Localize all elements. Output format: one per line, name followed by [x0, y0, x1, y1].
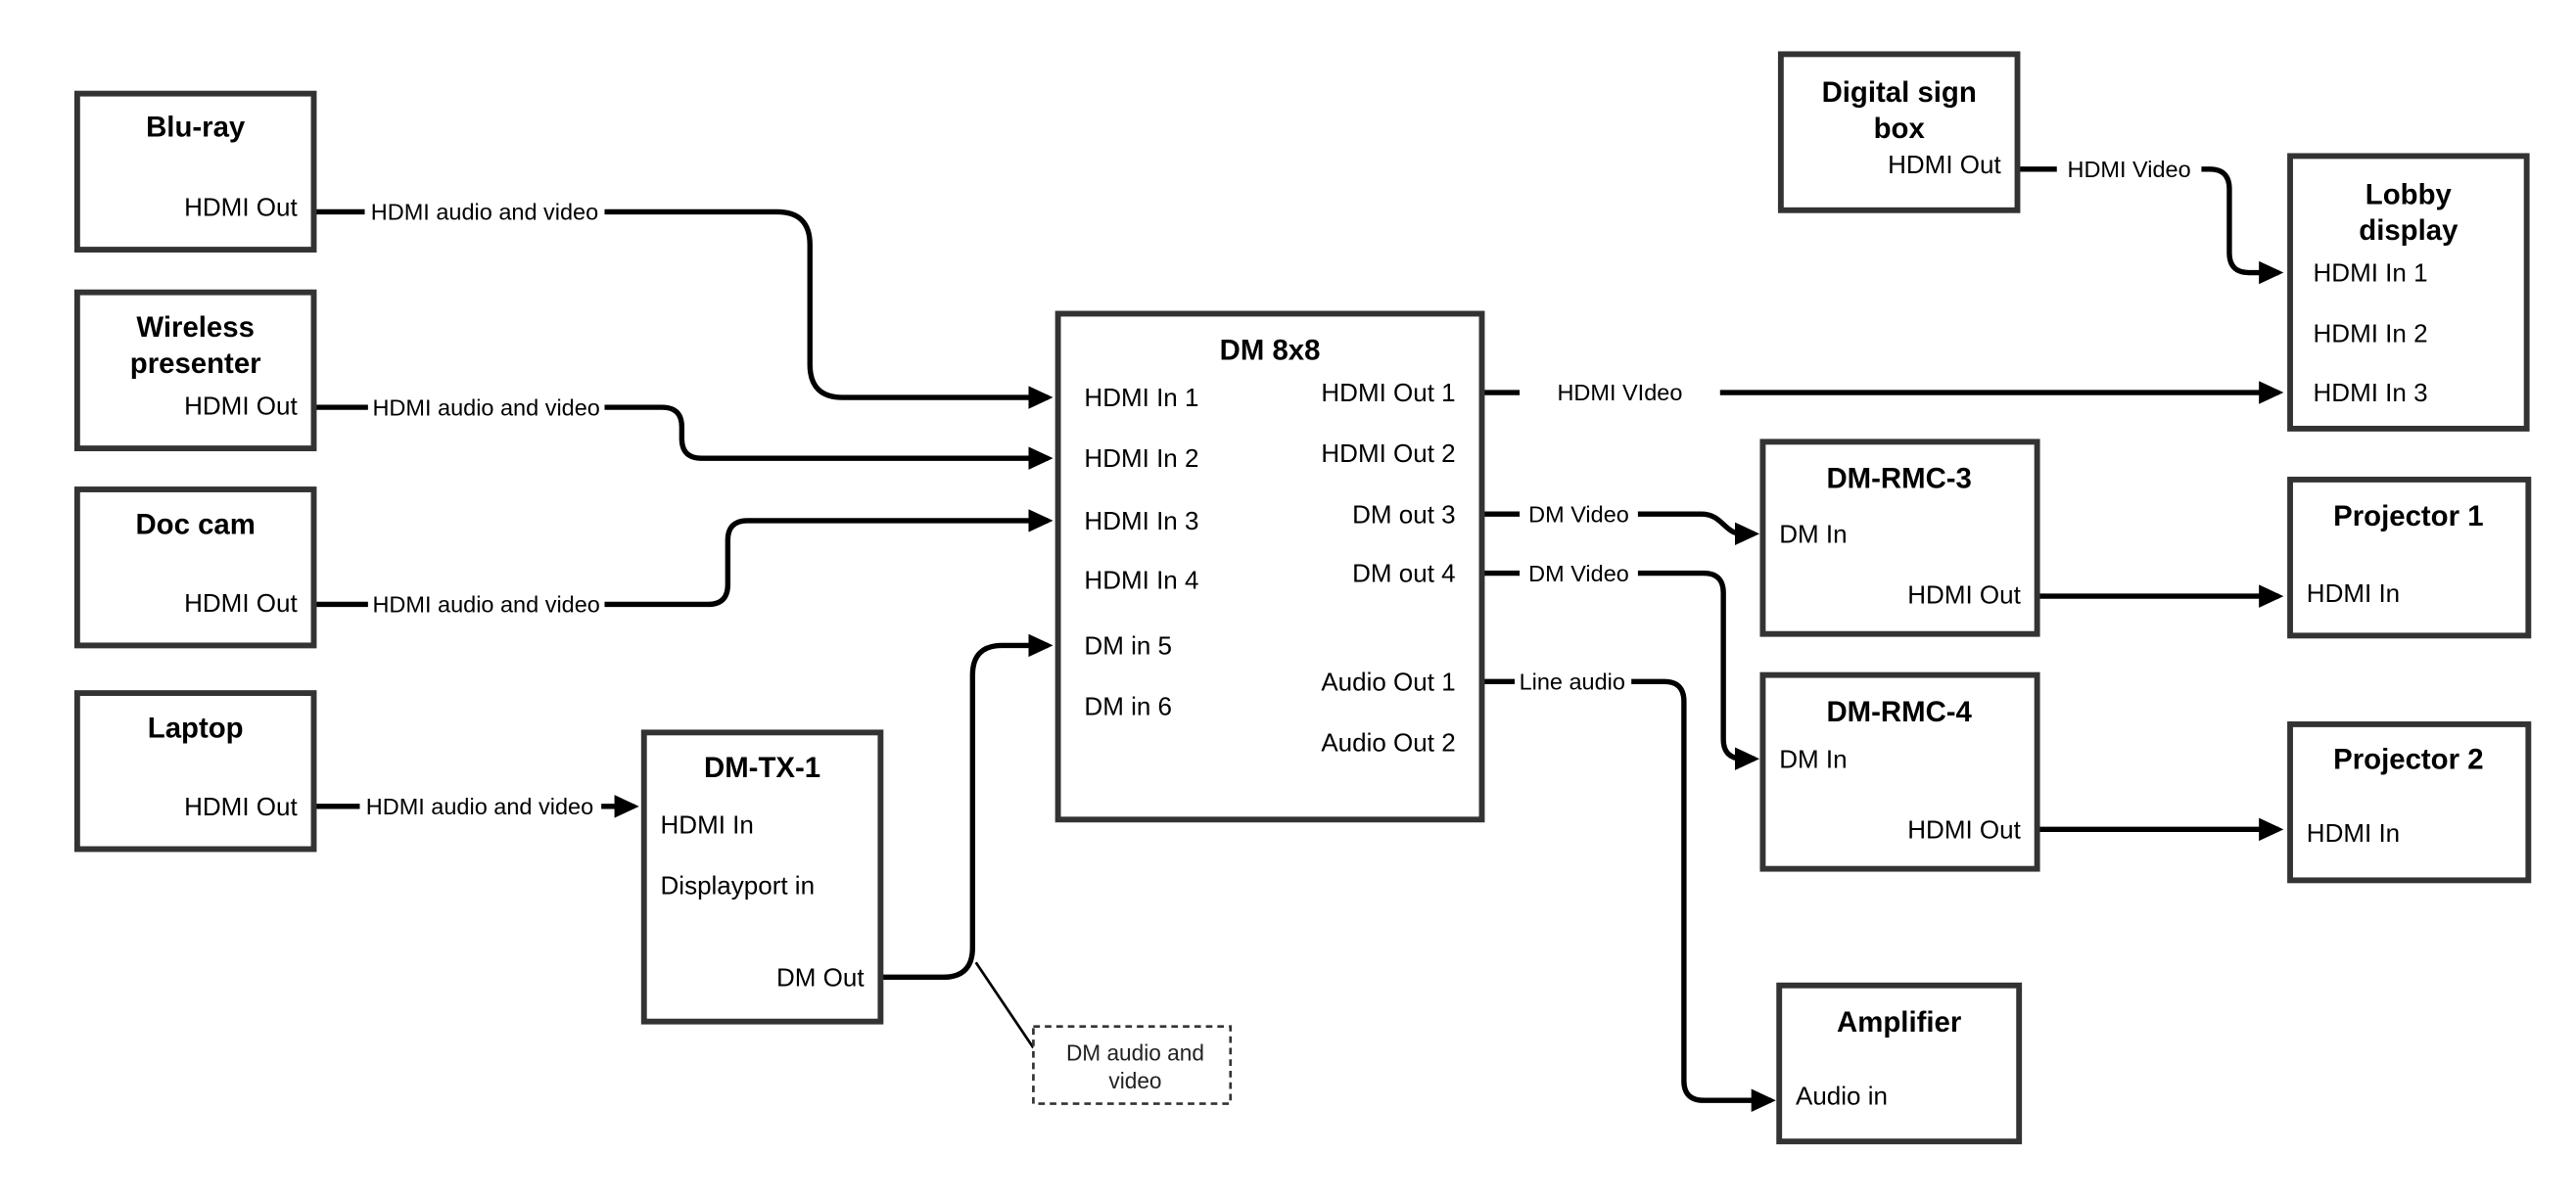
node-digitalsign-title-line2: box: [1874, 113, 1926, 145]
port-lobby-hdmi-in-1: HDMI In 1: [2314, 258, 2428, 288]
port-laptop-hdmi-out: HDMI Out: [184, 792, 298, 821]
node-amplifier: [1776, 982, 2023, 1145]
port-dmtx1-displayport-in: Displayport in: [661, 871, 816, 901]
edge-label-hdmi-out1: HDMI VIdeo: [1557, 380, 1682, 405]
node-dm-8x8: [1054, 310, 1485, 823]
edge-dm8x8-out4-to-dmrmc4: [1637, 570, 1760, 770]
node-bluray-title: Blu-ray: [146, 111, 246, 143]
node-doccam-title: Doc cam: [135, 509, 255, 541]
edge-dm8x8-audio1-to-amplifier: [1631, 678, 1776, 1112]
node-lobby-display: [2287, 153, 2530, 432]
edge-label-wireless: HDMI audio and video: [372, 394, 599, 420]
node-lobby-title-line1: Lobby: [2365, 178, 2453, 210]
node-proj1-title: Projector 1: [2333, 500, 2483, 532]
port-lobby-hdmi-in-2: HDMI In 2: [2314, 319, 2428, 348]
port-dm8x8-audio-out-2: Audio Out 2: [1321, 728, 1455, 758]
node-proj2-title: Projector 2: [2333, 743, 2483, 775]
port-dm8x8-dm-out-4: DM out 4: [1352, 559, 1456, 588]
node-bluray: [73, 90, 317, 253]
node-digitalsign-title-line1: Digital sign: [1822, 76, 1977, 109]
node-wireless-title-line2: presenter: [130, 347, 261, 380]
port-digitalsign-hdmi-out: HDMI Out: [1888, 150, 2001, 179]
port-dmrmc4-hdmi-out: HDMI Out: [1907, 814, 2021, 844]
node-digital-sign-box: [1777, 51, 2021, 213]
edge-label-digital-sign: HDMI Video: [2068, 157, 2191, 182]
port-proj2-hdmi-in: HDMI In: [2307, 818, 2400, 848]
port-dm8x8-hdmi-out-2: HDMI Out 2: [1321, 439, 1455, 468]
node-projector-1: [2287, 477, 2532, 639]
port-dmrmc3-dm-in: DM In: [1779, 519, 1847, 548]
port-dm8x8-hdmi-in-2: HDMI In 2: [1084, 443, 1198, 473]
port-dm8x8-hdmi-in-3: HDMI In 3: [1084, 506, 1198, 535]
port-amplifier-audio-in: Audio in: [1796, 1081, 1888, 1110]
node-dm-rmc-4: [1759, 671, 2040, 872]
note-dm-audio-and-video: [1032, 1025, 1233, 1105]
edge-dm8x8-out3-to-dmrmc3: [1637, 511, 1760, 546]
port-lobby-hdmi-in-3: HDMI In 3: [2314, 378, 2428, 407]
edge-doccam-to-dm8x8-in3: [604, 509, 1054, 608]
node-dm-rmc-3: [1759, 439, 2040, 637]
port-dmrmc3-hdmi-out: HDMI Out: [1907, 580, 2021, 610]
node-dm8x8-title: DM 8x8: [1220, 335, 1321, 367]
note-text-line1: DM audio and: [1066, 1039, 1204, 1065]
port-dm8x8-hdmi-in-1: HDMI In 1: [1084, 383, 1198, 412]
node-laptop: [73, 690, 317, 853]
port-dm8x8-hdmi-in-4: HDMI In 4: [1084, 565, 1198, 594]
node-dmrmc3-title: DM-RMC-3: [1826, 463, 1971, 495]
port-dm8x8-dm-in-6: DM in 6: [1084, 692, 1172, 721]
edge-label-doccam: HDMI audio and video: [372, 592, 599, 618]
port-wireless-hdmi-out: HDMI Out: [184, 392, 298, 421]
port-doccam-hdmi-out: HDMI Out: [184, 588, 298, 618]
port-dmtx1-hdmi-in: HDMI In: [661, 809, 754, 839]
edge-digitalsign-to-lobby-in1: [2201, 166, 2284, 285]
note-text-line2: video: [1108, 1068, 1161, 1093]
port-dm8x8-dm-out-3: DM out 3: [1352, 499, 1456, 529]
node-amplifier-title: Amplifier: [1837, 1006, 1961, 1039]
node-dmrmc4-title: DM-RMC-4: [1826, 696, 1972, 728]
port-dm8x8-audio-out-1: Audio Out 1: [1321, 667, 1455, 696]
note-callout-line: [974, 961, 1035, 1049]
edge-label-dm-out4: DM Video: [1528, 561, 1629, 586]
port-dmtx1-dm-out: DM Out: [776, 962, 865, 992]
edge-label-bluray: HDMI audio and video: [371, 200, 598, 225]
port-bluray-hdmi-out: HDMI Out: [184, 193, 298, 222]
node-doc-cam: [73, 486, 317, 649]
edge-label-audio-out1: Line audio: [1520, 670, 1625, 695]
edge-label-laptop: HDMI audio and video: [366, 794, 593, 819]
node-dmtx1-title: DM-TX-1: [704, 752, 820, 784]
node-lobby-title-line2: display: [2359, 214, 2459, 247]
port-dm8x8-dm-in-5: DM in 5: [1084, 631, 1172, 661]
edge-label-dm-out3: DM Video: [1528, 501, 1629, 527]
port-proj1-hdmi-in: HDMI In: [2307, 578, 2400, 608]
edge-dmtx1-to-dm8x8-in5: [880, 633, 1054, 981]
edge-bluray-to-dm8x8-in1: [604, 208, 1054, 409]
node-projector-2: [2287, 721, 2532, 884]
node-dm-tx-1: [640, 729, 884, 1025]
node-wireless-title-line1: Wireless: [136, 311, 255, 344]
node-laptop-title: Laptop: [148, 713, 244, 745]
edge-wireless-to-dm8x8-in2: [604, 404, 1054, 470]
port-dm8x8-hdmi-out-1: HDMI Out 1: [1321, 378, 1455, 407]
node-wireless-presenter: [73, 289, 317, 452]
port-dmrmc4-dm-in: DM In: [1779, 744, 1847, 773]
